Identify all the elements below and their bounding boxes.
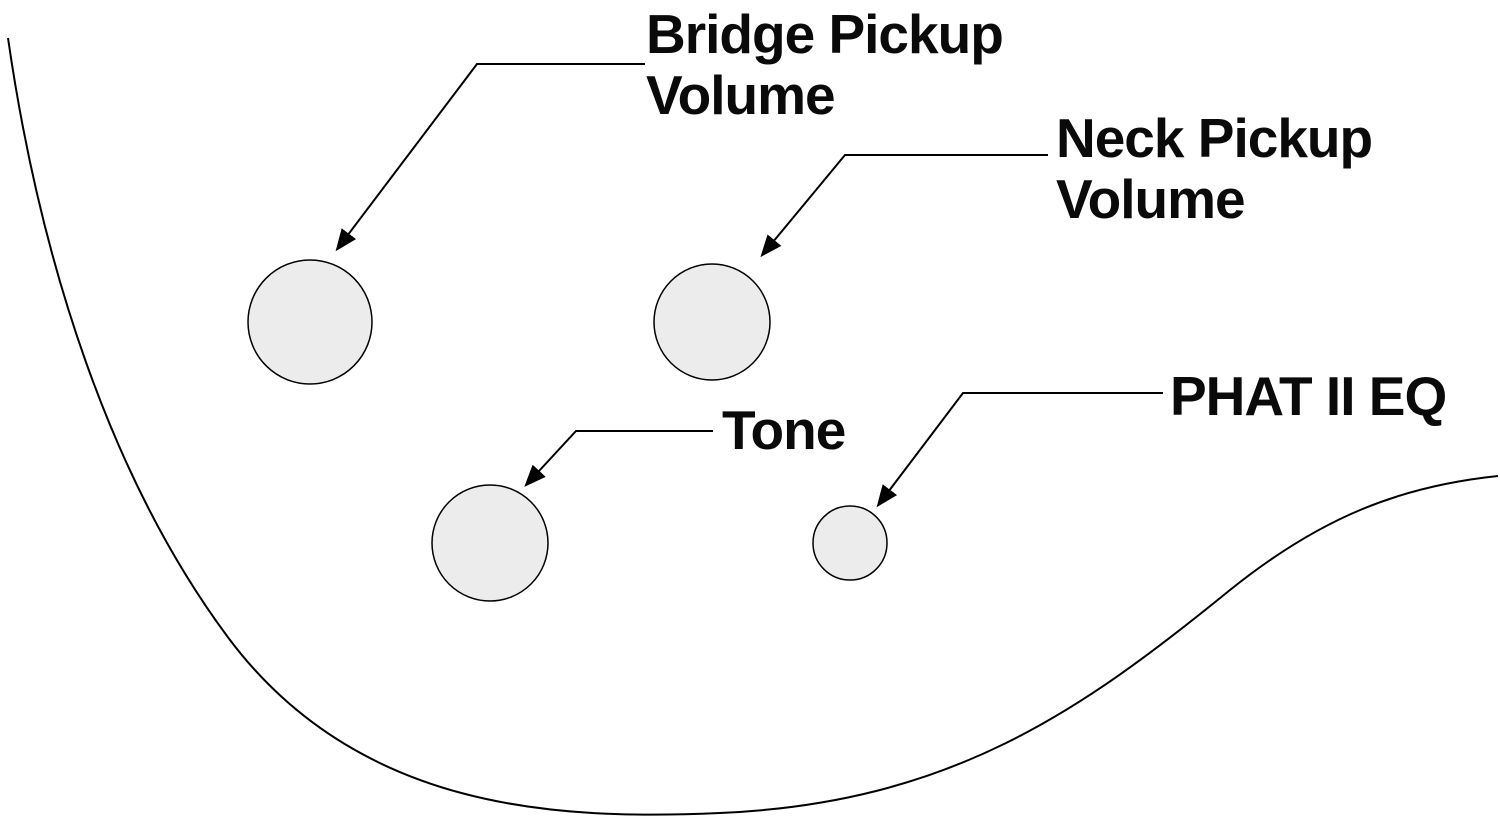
guitar-body-outline [7,37,1499,816]
bridge-pickup-volume-knob [247,259,373,385]
neck-volume-arrow [760,154,1048,258]
bridge-volume-arrow [335,63,645,252]
neck-pickup-volume-label: Neck Pickup Volume [1056,107,1373,230]
tone-knob [431,484,549,602]
phat-ii-eq-knob [812,505,888,581]
phat-ii-eq-arrow [876,392,1163,508]
tone-label: Tone [722,399,846,461]
phat-ii-eq-label: PHAT II EQ [1170,365,1447,427]
bridge-pickup-volume-label: Bridge Pickup Volume [646,3,1004,126]
tone-arrow [524,430,713,487]
neck-pickup-volume-knob [653,263,771,381]
